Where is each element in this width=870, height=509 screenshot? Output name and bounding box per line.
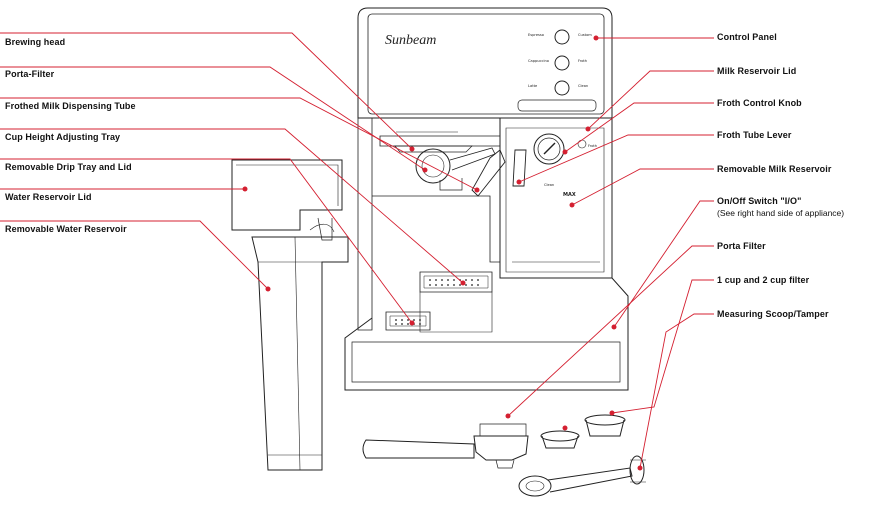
- brand-logo: Sunbeam: [385, 33, 436, 48]
- leader-filters: [611, 279, 714, 414]
- water-reservoir-drawing: [231, 159, 349, 471]
- leader-milk-reservoir: [571, 168, 714, 206]
- panel-espresso-text: Espresso: [528, 33, 544, 37]
- label-milk-lid: Milk Reservoir Lid: [717, 66, 797, 76]
- tray-grid: [395, 279, 479, 325]
- label-onoff-switch: On/Off Switch "I/O": [717, 196, 802, 206]
- leader-lines: [0, 32, 714, 469]
- label-onoff-note: (See right hand side of appliance): [717, 208, 845, 218]
- label-brewing-head: Brewing head: [5, 37, 66, 47]
- leader-dots: [242, 35, 643, 471]
- leader-milk-lid: [587, 70, 714, 130]
- label-filters: 1 cup and 2 cup filter: [717, 275, 810, 285]
- leader-brewing-head: [0, 32, 413, 150]
- label-porta-filter: Porta-Filter: [5, 69, 55, 79]
- control-buttons-drawing: [517, 29, 597, 112]
- leader-drip-tray: [0, 158, 413, 324]
- portafilter-drawing: [362, 423, 529, 469]
- leader-tamper: [639, 313, 714, 469]
- leader-onoff-switch: [613, 200, 714, 328]
- leader-cup-tray: [0, 128, 464, 284]
- label-porta-filter-accessory: Porta Filter: [717, 241, 766, 251]
- label-drip-tray: Removable Drip Tray and Lid: [5, 162, 132, 172]
- label-milk-reservoir: Removable Milk Reservoir: [717, 164, 832, 174]
- label-cup-tray: Cup Height Adjusting Tray: [5, 132, 121, 142]
- panel-latte-text: Latte: [528, 84, 538, 88]
- max-mark-text: MAX: [563, 192, 576, 198]
- knob-froth-text: Froth: [588, 144, 597, 148]
- label-froth-lever: Froth Tube Lever: [717, 130, 792, 140]
- leader-frothed-milk-tube: [0, 97, 478, 191]
- leader-porta-filter-accessory: [507, 245, 714, 417]
- filters-drawing: [540, 414, 626, 449]
- label-froth-knob: Froth Control Knob: [717, 98, 802, 108]
- leader-water-reservoir: [0, 220, 269, 290]
- froth-knob-drawing: [533, 133, 587, 165]
- label-water-reservoir: Removable Water Reservoir: [5, 224, 127, 234]
- label-tamper: Measuring Scoop/Tamper: [717, 309, 829, 319]
- machine-body-drawing: [344, 7, 629, 391]
- panel-froth-text: Froth: [578, 59, 587, 63]
- knob-clean-text: Clean: [544, 183, 554, 187]
- label-frothed-milk-tube: Frothed Milk Dispensing Tube: [5, 101, 136, 111]
- panel-custom-text: Custom: [578, 33, 592, 37]
- tamper-drawing: [518, 455, 646, 497]
- leader-froth-knob: [564, 102, 714, 153]
- panel-cappuccino-text: Cappuccino: [528, 59, 549, 63]
- panel-clean-text: Clean: [578, 84, 588, 88]
- label-control-panel: Control Panel: [717, 32, 777, 42]
- label-water-lid: Water Reservoir Lid: [5, 192, 92, 202]
- leader-froth-lever: [518, 134, 714, 183]
- brewing-head-drawing: [379, 131, 501, 191]
- froth-tube-drawing: [471, 149, 527, 197]
